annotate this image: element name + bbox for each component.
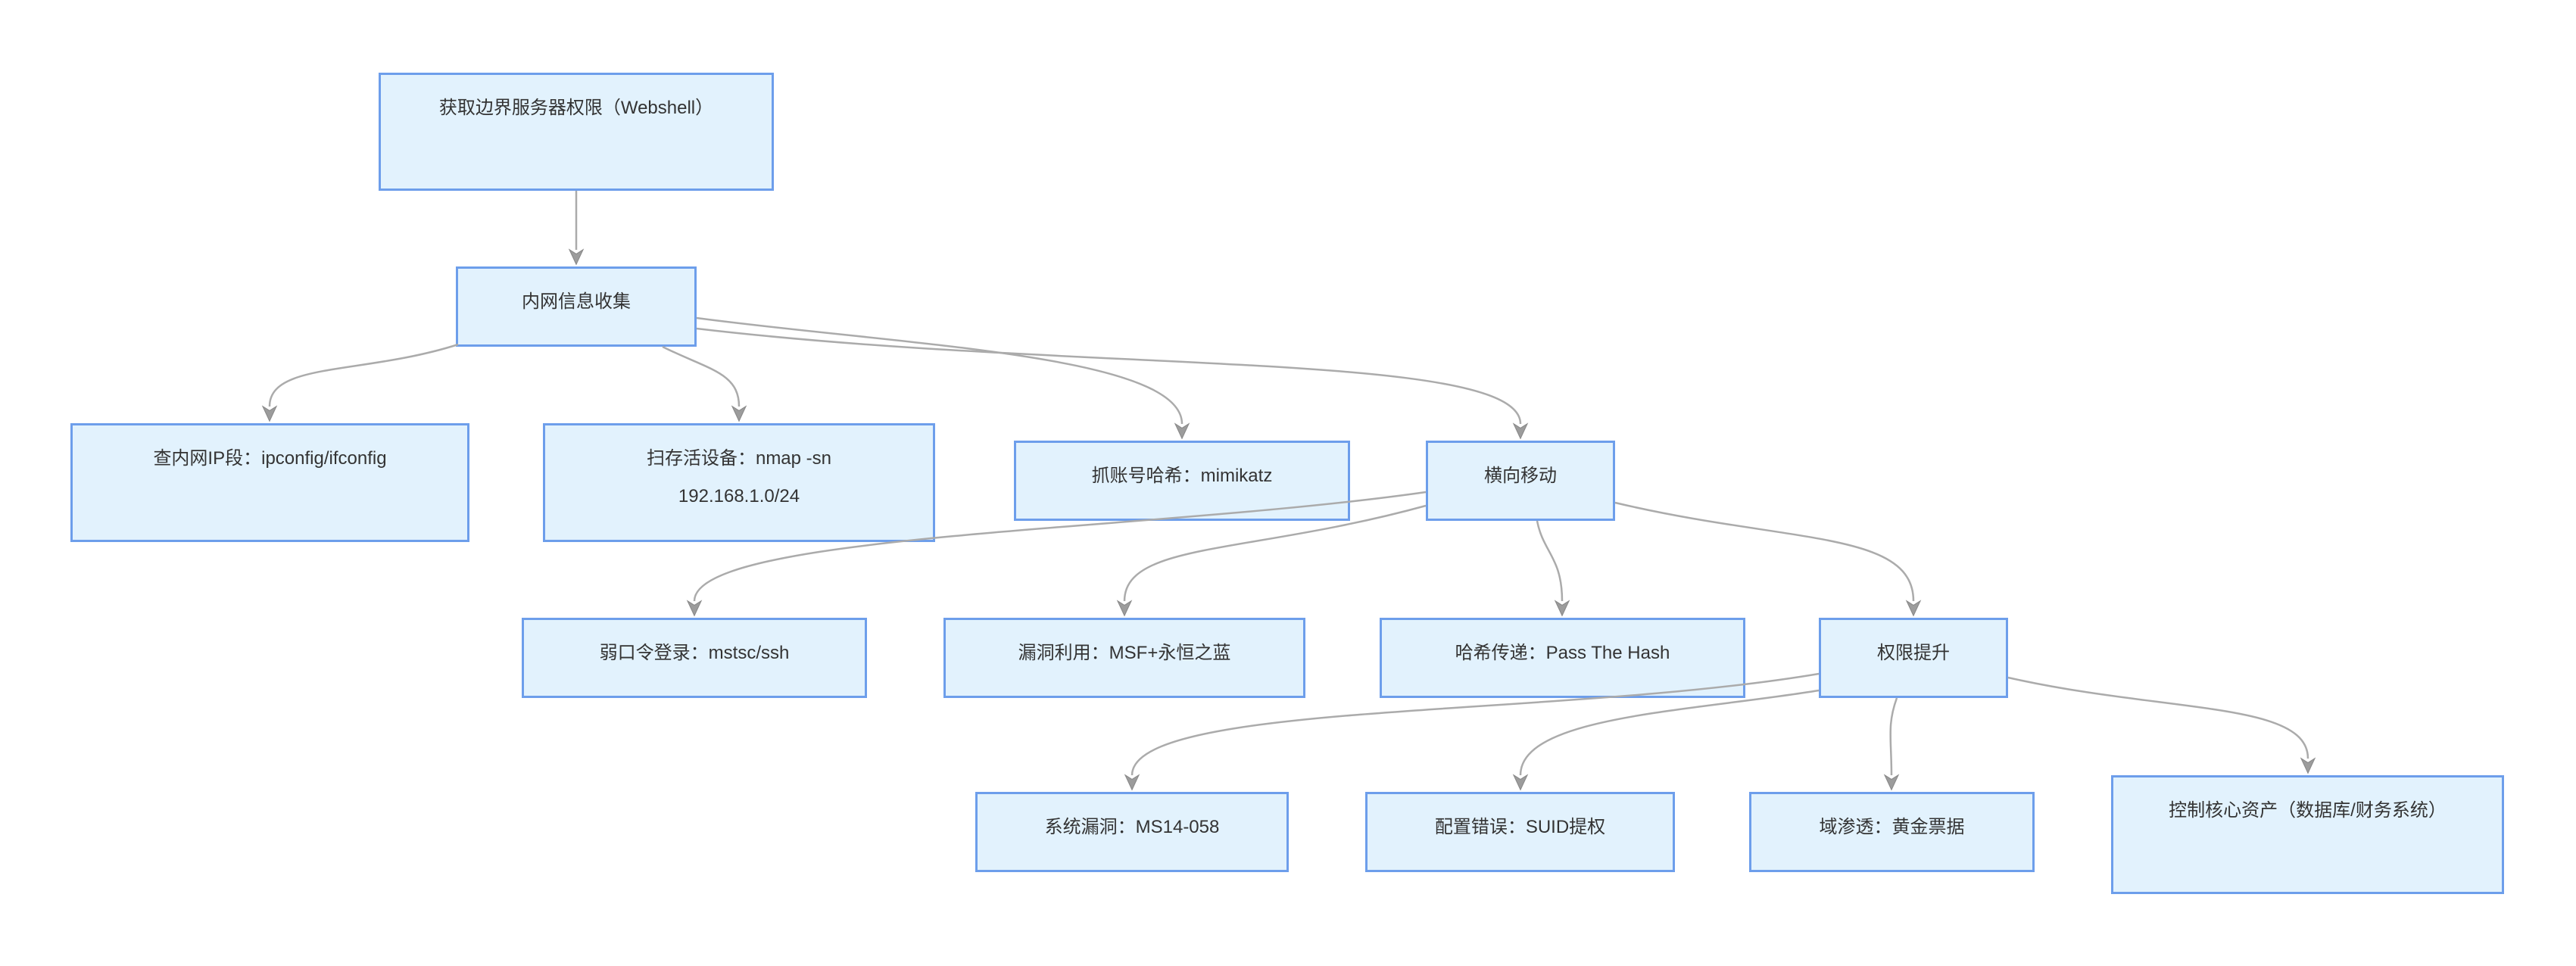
node-label: 哈希传递：Pass The Hash xyxy=(1455,643,1670,663)
node-label: 控制核心资产（数据库/财务系统） xyxy=(2169,800,2447,821)
node-weak-pwd[interactable]: 弱口令登录：mstsc/ssh xyxy=(522,618,867,698)
node-label: 弱口令登录：mstsc/ssh xyxy=(599,643,790,663)
node-pth[interactable]: 哈希传递：Pass The Hash xyxy=(1380,618,1745,698)
node-ip-range[interactable]: 查内网IP段：ipconfig/ifconfig xyxy=(70,423,469,542)
node-recon[interactable]: 内网信息收集 xyxy=(456,266,697,347)
node-label: 抓账号哈希：mimikatz xyxy=(1091,466,1273,486)
node-label: 漏洞利用：MSF+永恒之蓝 xyxy=(1018,643,1231,663)
edge-recon-to-ip-range xyxy=(270,343,459,407)
node-lateral[interactable]: 横向移动 xyxy=(1426,441,1615,521)
node-domain-pen[interactable]: 域渗透：黄金票据 xyxy=(1749,792,2035,872)
node-label: 横向移动 xyxy=(1484,466,1557,486)
node-label: 扫存活设备：nmap -sn xyxy=(646,448,832,469)
node-privesc[interactable]: 权限提升 xyxy=(1819,618,2008,698)
edge-lateral-to-privesc xyxy=(1614,501,1913,601)
node-hashdump[interactable]: 抓账号哈希：mimikatz xyxy=(1014,441,1350,521)
edge-recon-to-scan xyxy=(662,345,739,407)
node-exploit[interactable]: 漏洞利用：MSF+永恒之蓝 xyxy=(943,618,1305,698)
node-label: 内网信息收集 xyxy=(522,291,631,312)
edge-privesc-to-core-asset xyxy=(2007,676,2308,759)
node-webshell[interactable]: 获取边界服务器权限（Webshell） xyxy=(379,73,774,191)
node-label: 配置错误：SUID提权 xyxy=(1434,817,1606,837)
node-core-asset[interactable]: 控制核心资产（数据库/财务系统） xyxy=(2111,775,2504,894)
node-label: 192.168.1.0/24 xyxy=(678,486,800,506)
node-sys-vuln[interactable]: 系统漏洞：MS14-058 xyxy=(975,792,1289,872)
node-label: 查内网IP段：ipconfig/ifconfig xyxy=(153,448,387,469)
edge-privesc-to-misconfig xyxy=(1520,689,1820,775)
edge-lateral-to-pth xyxy=(1536,520,1562,601)
edge-recon-to-lateral xyxy=(696,327,1520,424)
node-label: 权限提升 xyxy=(1877,643,1950,663)
node-label: 获取边界服务器权限（Webshell） xyxy=(438,98,714,118)
edge-recon-to-hashdump xyxy=(696,316,1182,424)
edge-privesc-to-domain-pen xyxy=(1891,697,1897,775)
node-label: 域渗透：黄金票据 xyxy=(1819,817,1965,837)
node-label: 系统漏洞：MS14-058 xyxy=(1044,817,1220,837)
node-misconfig[interactable]: 配置错误：SUID提权 xyxy=(1365,792,1675,872)
node-scan[interactable]: 扫存活设备：nmap -sn 192.168.1.0/24 xyxy=(543,423,935,542)
